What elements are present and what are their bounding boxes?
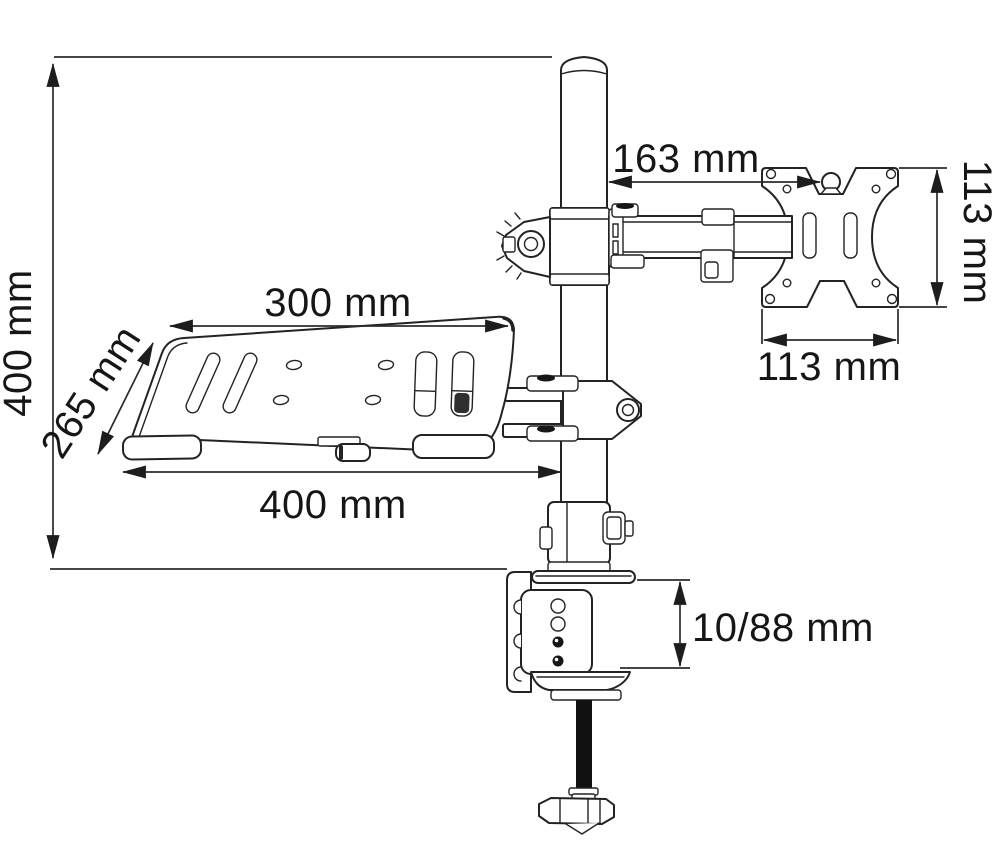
- clamp-top-plate: [531, 570, 636, 584]
- bracket-stub: [502, 236, 516, 253]
- tray-vertical-slots: [413, 351, 475, 417]
- clamp-hole-1: [550, 598, 566, 614]
- ext-lines-clamp: [620, 579, 690, 669]
- pole-cap-seam: [560, 69, 608, 75]
- base-collar-left-tab: [539, 526, 553, 550]
- hinge-slot-bottom: [612, 240, 619, 255]
- tray-front-lip-left: [121, 434, 203, 461]
- ball-joint-pedestal: [820, 187, 842, 195]
- dim-tray-bottom-width: 400 mm: [121, 465, 563, 527]
- tray-corner-shading: [502, 316, 515, 332]
- pole-body: [560, 71, 608, 571]
- tray-surface: [131, 315, 515, 453]
- jaw-flange: [550, 689, 622, 701]
- label-tray-top-width: 300 mm: [264, 281, 412, 325]
- label-clamp-range: 10/88 mm: [692, 606, 874, 650]
- dim-pole-height: 400 mm: [0, 56, 552, 570]
- pole-base-collar: [539, 501, 634, 565]
- hinge-slot-top: [612, 223, 619, 238]
- vesa-inner-holes: [782, 184, 881, 288]
- clamp-threaded-rod: [576, 700, 592, 788]
- clamp-screw-1: [552, 636, 564, 648]
- clamp-screw-2: [552, 655, 564, 667]
- arm-joint-hook: [704, 261, 719, 279]
- label-vesa-width: 113 mm: [757, 345, 902, 389]
- joint-screw-bottom: [537, 425, 555, 433]
- collar-top-flange: [549, 207, 610, 220]
- tray-left-edge-thickness: [138, 342, 188, 438]
- clamp-hinge-bumps: [513, 599, 522, 682]
- label-vesa-height: 113 mm: [955, 160, 999, 305]
- laptop-tray: [121, 315, 515, 462]
- tray-screw-holes: [272, 359, 395, 406]
- dim-line-tray-depth: [97, 342, 154, 455]
- vesa-slot-left: [802, 212, 817, 259]
- t-handle-tip: [565, 822, 600, 835]
- arm-tension-knob-center: [523, 236, 539, 252]
- ext-lines-vesa-width: [761, 309, 899, 344]
- clamp-lower-jaw-pad: [530, 671, 631, 691]
- dim-vesa-width: 113 mm: [757, 309, 902, 389]
- tray-diagonal-slots: [185, 352, 258, 414]
- collar-bottom-flange: [549, 273, 610, 286]
- vesa-slot-right: [843, 212, 858, 259]
- dim-vesa-height: 113 mm: [899, 160, 999, 308]
- label-pole-height: 400 mm: [0, 269, 40, 417]
- hinge-bottom-tab: [610, 254, 645, 269]
- label-tray-bottom-width: 400 mm: [259, 483, 407, 527]
- hinge-screw-top: [616, 203, 634, 209]
- base-collar-body: [547, 501, 611, 565]
- tray-cable-hook: [335, 443, 371, 462]
- right-tab-inner: [606, 516, 622, 540]
- bracket-hatching: [496, 212, 522, 280]
- clamp-screw-1-highlight: [554, 638, 559, 643]
- dim-arm-reach: 163 mm: [607, 137, 822, 189]
- t-handle-facets: [559, 797, 601, 825]
- tray-joint-knob: [616, 398, 640, 422]
- clamp-screw-2-highlight: [554, 657, 559, 662]
- label-arm-reach: 163 mm: [612, 137, 760, 181]
- tray-joint: [526, 374, 642, 442]
- pole: [560, 56, 608, 571]
- dim-tray-top-width: 300 mm: [168, 281, 510, 333]
- arm-joint-upper-block: [701, 208, 735, 226]
- t-handle: [538, 797, 615, 825]
- vesa-plate: [761, 167, 899, 308]
- tray-joint-knob-center: [621, 403, 635, 417]
- clamp-hole-2: [550, 616, 566, 632]
- dim-clamp-range: 10/88 mm: [620, 579, 874, 669]
- vesa-plate-outline: [761, 167, 899, 308]
- tray-front-lip-right: [412, 434, 495, 459]
- arm-tension-knob: [517, 230, 545, 258]
- desk-clamp: [506, 561, 636, 835]
- monitor-arm: [496, 203, 793, 286]
- joint-screw-top: [537, 374, 555, 382]
- slot-stopper-insert: [454, 392, 470, 414]
- right-tab-stub: [624, 520, 634, 537]
- ext-lines-vesa-height: [899, 167, 947, 308]
- pole-dome-cap: [560, 56, 608, 75]
